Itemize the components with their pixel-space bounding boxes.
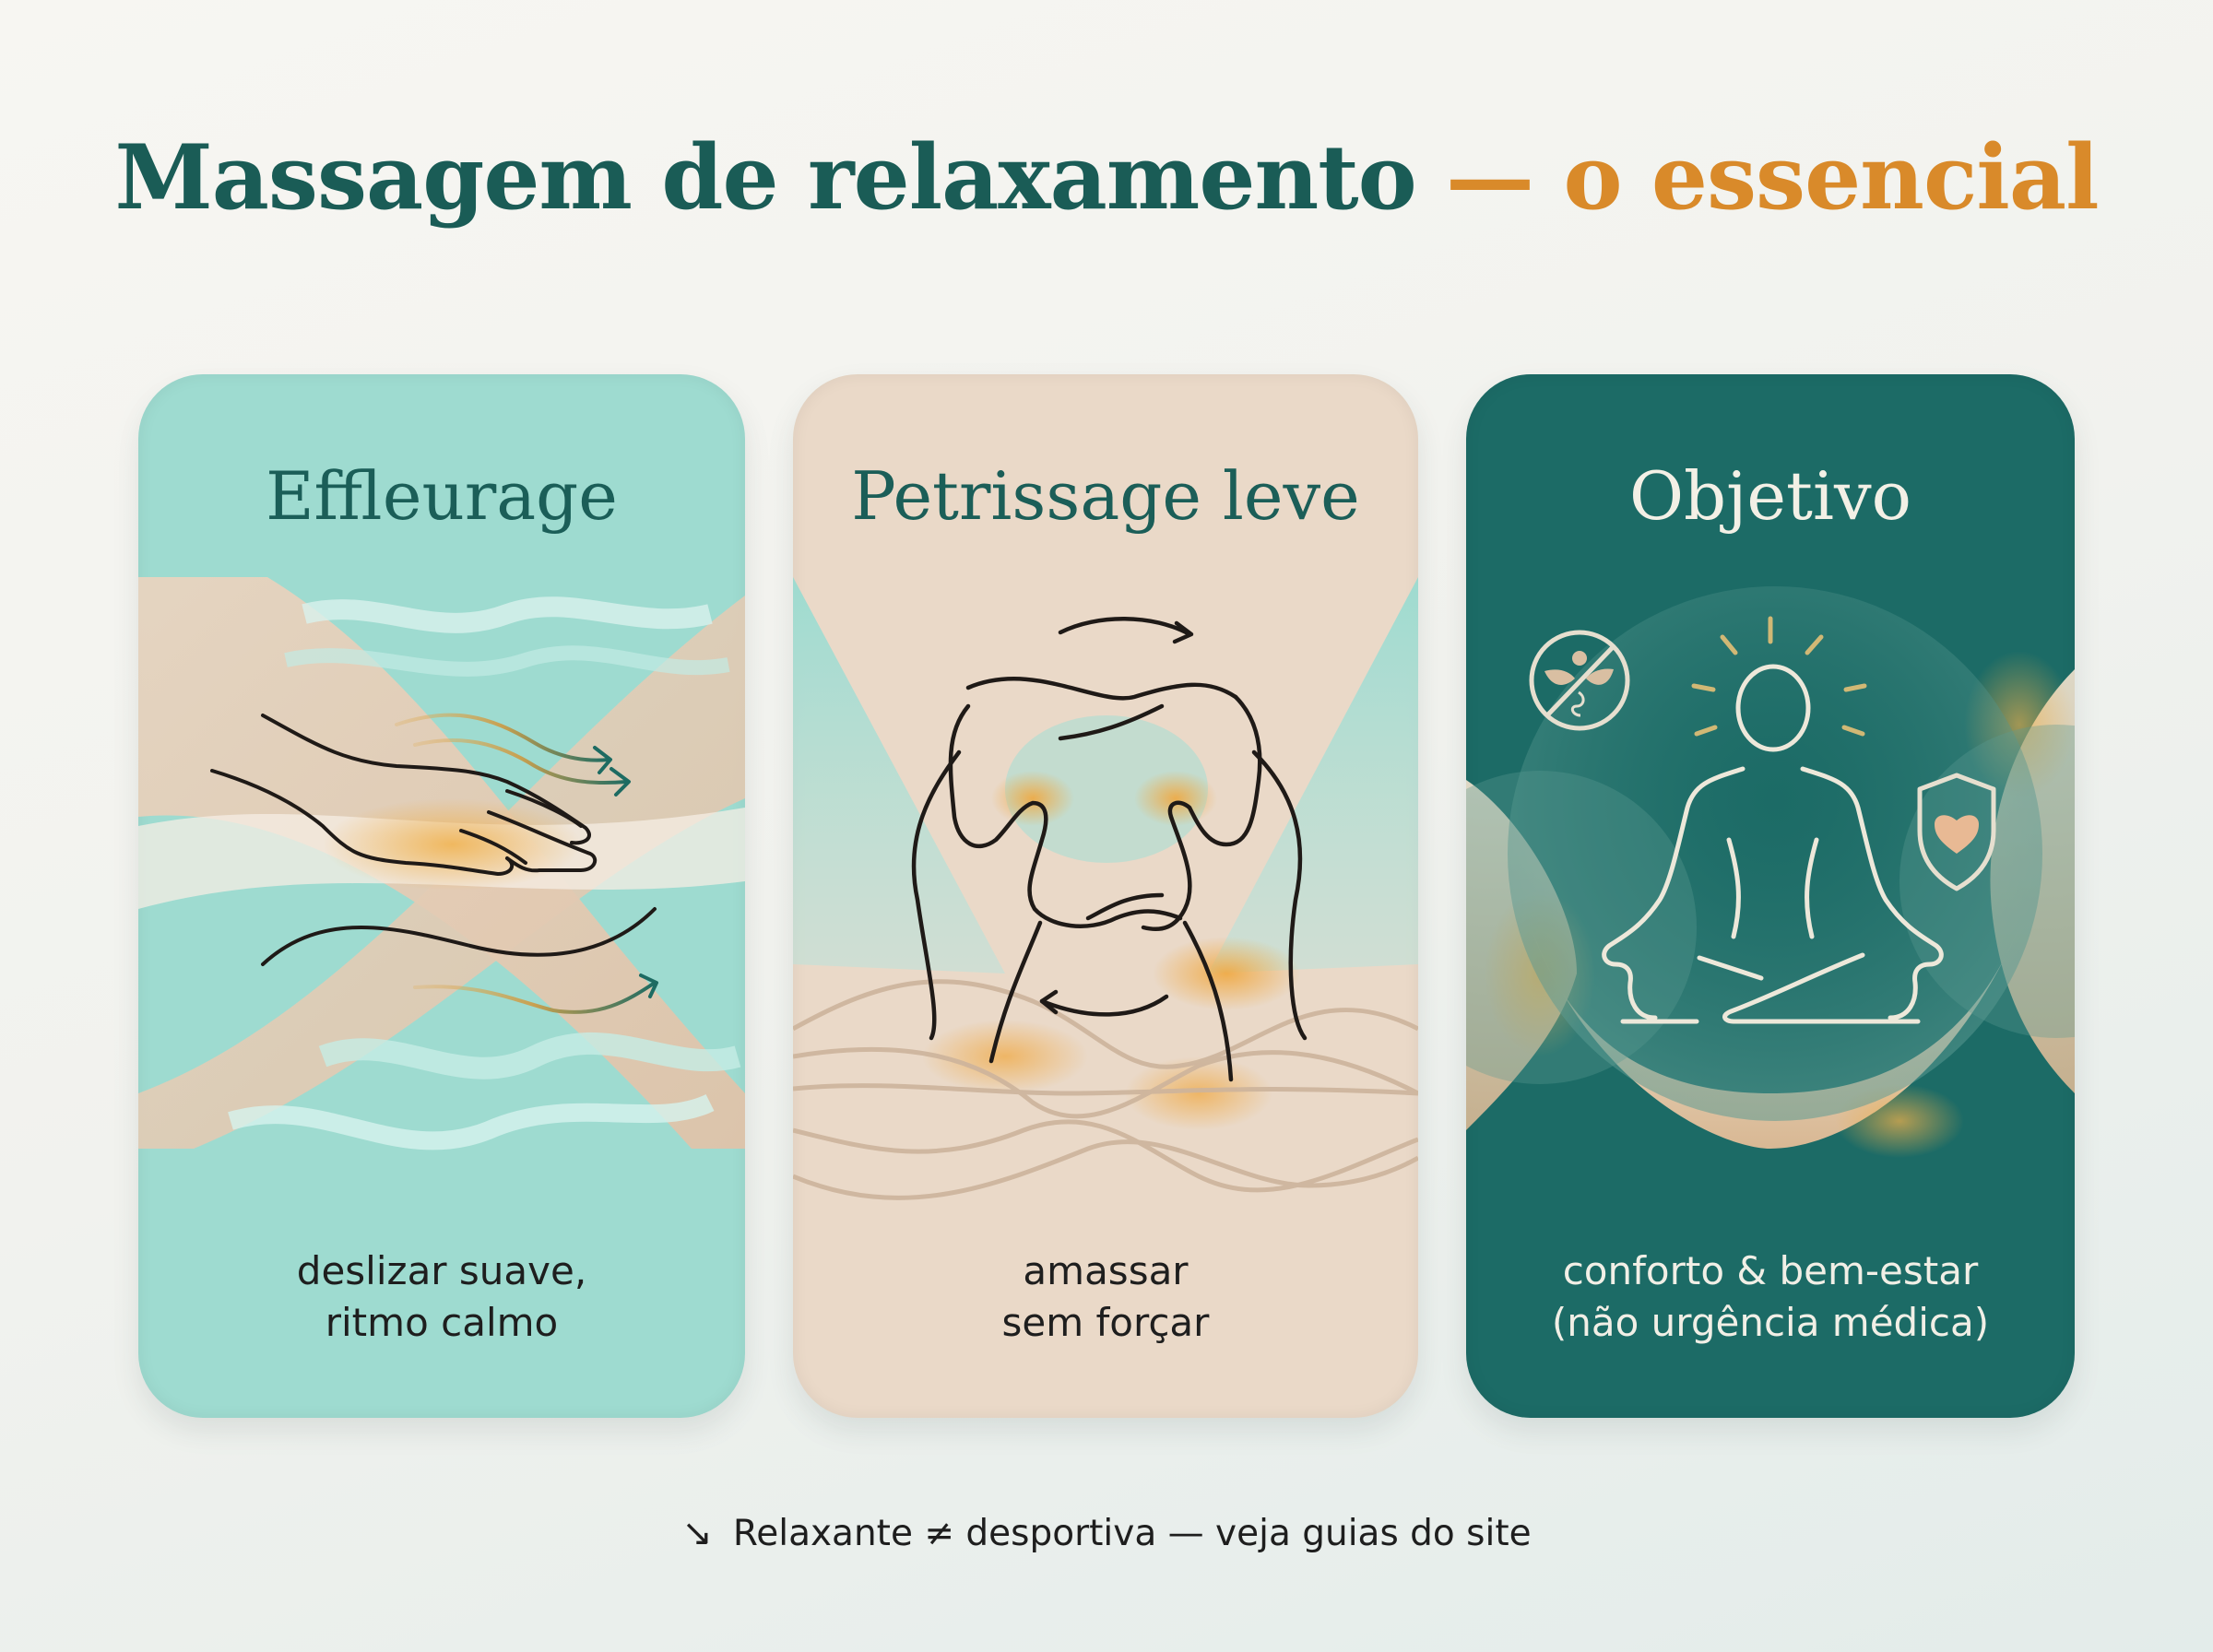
card-caption: amassar sem forçar xyxy=(1001,1248,1210,1345)
title-accent: — o essencial xyxy=(1446,125,2100,230)
card-caption: conforto & bem-estar (não urgência médic… xyxy=(1551,1248,1990,1345)
hands-kneading-illustration xyxy=(793,577,1418,1200)
card-title: Effleurage xyxy=(266,457,618,535)
hand-gliding-illustration xyxy=(138,577,745,1150)
footer-note: ↘ Relaxante ≠ desportiva — veja guias do … xyxy=(0,1512,2213,1554)
page-title: Massagem de relaxamento — o essencial xyxy=(0,129,2213,227)
card-caption: deslizar suave, ritmo calmo xyxy=(296,1248,587,1345)
card-petrissage: Petrissage leve xyxy=(793,374,1418,1418)
footer-text: Relaxante ≠ desportiva — veja guias do s… xyxy=(732,1513,1532,1554)
meditating-figure-illustration xyxy=(1466,586,2075,1158)
card-objetivo: Objetivo xyxy=(1466,374,2075,1418)
shield-heart-icon xyxy=(1917,773,1996,891)
card-title: Petrissage leve xyxy=(851,457,1360,535)
title-main: Massagem de relaxamento xyxy=(114,125,1416,230)
card-title: Objetivo xyxy=(1628,457,1912,535)
no-medical-icon xyxy=(1529,630,1630,731)
arrow-down-right-icon: ↘ xyxy=(681,1512,713,1554)
card-effleurage: Effleurage xyxy=(138,374,745,1418)
